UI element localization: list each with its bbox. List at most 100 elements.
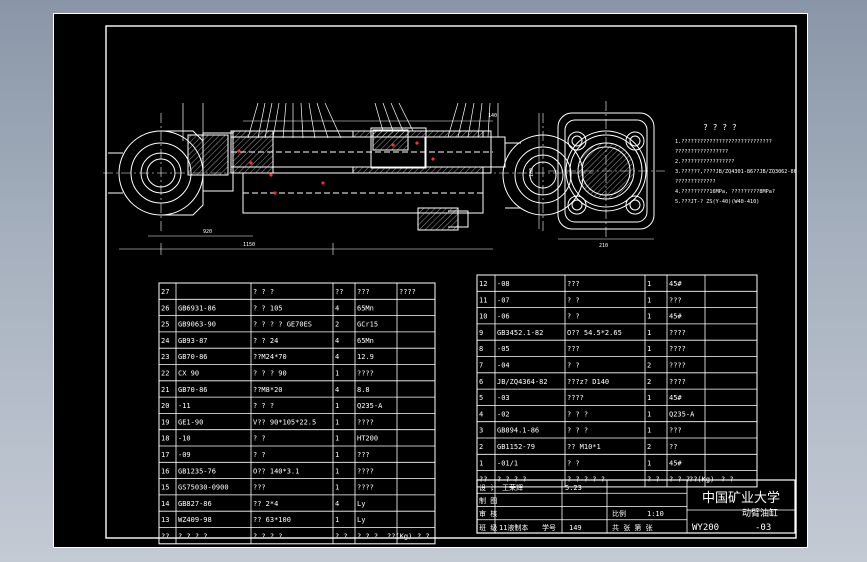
left-table-cell: ? ? ? [253,288,274,296]
left-table-cell: ??M8*20 [253,386,283,394]
checked-by-label: 审 核 [479,509,497,518]
left-table-cell: 65Mn [357,337,374,345]
left-table-cell: 8.8 [357,386,370,394]
balloon-leaders [182,102,499,141]
right-table-cell: 4 [479,410,483,418]
left-table-cell: GCr15 [357,321,378,329]
university-name: 中国矿业大学 [702,490,780,506]
right-table-cell: 2 [647,378,651,386]
sheet-count-label: 共 张 第 张 [612,523,653,532]
left-table-cell: ?? 63*100 [253,516,291,524]
left-table-cell: ??? [253,484,266,492]
tech-requirement-line: ????????????? [675,179,716,185]
dim-rod: 140 [488,113,497,119]
right-table-cell: 3 [479,427,483,435]
tech-requirement-line: 2.????????????????? [675,159,734,165]
left-table-cell: 13 [161,516,169,524]
right-table-cell: 10 [479,313,487,321]
right-table-cell: 7 [479,362,483,370]
right-table-cell: 1 [647,313,651,321]
right-table-cell: 1 [647,427,651,435]
right-table-cell: Q235-A [669,410,695,418]
tech-requirement-line: 4.?????????16MPa, ?????????8MPa? [675,189,775,195]
dim-flange-width: 210 [599,243,608,249]
design-date: 5.23 [565,484,582,492]
drawing-number: WY200 [692,523,719,533]
right-table-cell: 6 [479,378,483,386]
left-table-cell: 1 [335,467,339,475]
right-table-cell: ???? [669,378,686,386]
right-table-cell: -03 [497,394,510,402]
left-table-cell: 25 [161,321,169,329]
left-table-cell: Ly [357,516,365,524]
left-table-cell: O?? 140*3.1 [253,467,299,475]
left-table-header: ?? [161,533,169,541]
left-table-cell: HT200 [357,435,378,443]
left-table-cell: 1 [335,370,339,378]
drawing-number-suffix: -03 [755,523,771,533]
tech-requirement-line: ????????????????? [675,149,728,155]
left-table-cell: 1 [335,516,339,524]
right-table-cell: 1 [479,459,483,467]
tech-requirement-line: 5.???JT-? ZS(Y-40)(W40-410) [675,199,759,205]
student-id-label: 学号 [542,523,556,532]
right-table-cell: ??? [669,296,682,304]
right-table-cell: ? ? [567,459,580,467]
right-table-cell: GB3452.1-82 [497,329,543,337]
right-table-cell: 45# [669,313,682,321]
left-table-cell: 1 [335,435,339,443]
right-table-cell: 45# [669,280,682,288]
right-table-cell: ??? [669,427,682,435]
designer-name: 王荣辉 [502,483,523,492]
scale-label: 比例 [612,509,626,518]
right-table-cell: 45# [669,394,682,402]
tech-requirement-line: 3.??????,????JB/ZQ4301-86??JB/ZQ3062-86 [675,169,797,175]
inner-border [105,25,797,539]
right-table-cell: 12 [479,280,487,288]
right-table-cell: -02 [497,410,510,418]
left-table-cell: GB1235-76 [178,467,216,475]
left-table-cell: 20 [161,402,169,410]
left-table-cell: GB827-86 [178,500,212,508]
flange-end-view [538,101,665,240]
left-table-cell: 2 [335,321,339,329]
right-table-cell: ?? [669,443,677,451]
right-table-cell: 1 [647,280,651,288]
right-table-cell: ??? [567,345,580,353]
left-table-cell: ???? [357,484,374,492]
right-table-cell: ? ? ? [567,427,588,435]
left-table-cell: GB9063-90 [178,321,216,329]
left-table-header: ? ? [335,533,348,541]
left-table-header: ? ? ? [357,533,378,541]
student-id-value: 149 [569,524,582,532]
class-label: 班 级 [479,523,497,532]
left-table-cell: ???? [357,418,374,426]
right-table-cell: 2 [479,443,483,451]
right-table-cell: 1 [647,459,651,467]
cad-drawing: 1150 920 140 180 210 ? ? ? ? 1.?????????… [53,13,808,548]
scale-value: 1:10 [647,510,664,518]
left-table-cell: 4 [335,304,339,312]
left-table-cell: ??? [357,451,370,459]
right-table-cell: ???z? D140 [567,378,609,386]
right-table-cell: 1 [647,296,651,304]
drawn-by-label: 制 图 [479,496,497,505]
right-table-cell: ? ? [567,296,580,304]
left-table-cell: ??? [357,288,370,296]
right-table-cell: -06 [497,313,510,321]
drawing-sheet: 1150 920 140 180 210 ? ? ? ? 1.?????????… [53,13,808,548]
right-table-cell: 1 [647,410,651,418]
left-table-cell: GB6931-86 [178,304,216,312]
right-table-cell: ? ? [567,313,580,321]
left-table-cell: GE1-90 [178,418,203,426]
left-table-cell: ? ? ? ? GE70ES [253,321,312,329]
drawing-name: 动臂油缸 [742,507,778,519]
tech-requirement-line: 1.????????????????????????????? [675,139,772,145]
dim-flange-height: 180 [529,168,535,177]
tech-requirements-title: ? ? ? ? [703,123,737,132]
left-table-cell: 1 [335,484,339,492]
left-table-cell: ? ? [253,451,266,459]
right-table-cell: -07 [497,296,510,304]
left-table-cell: ? ? ? [253,402,274,410]
